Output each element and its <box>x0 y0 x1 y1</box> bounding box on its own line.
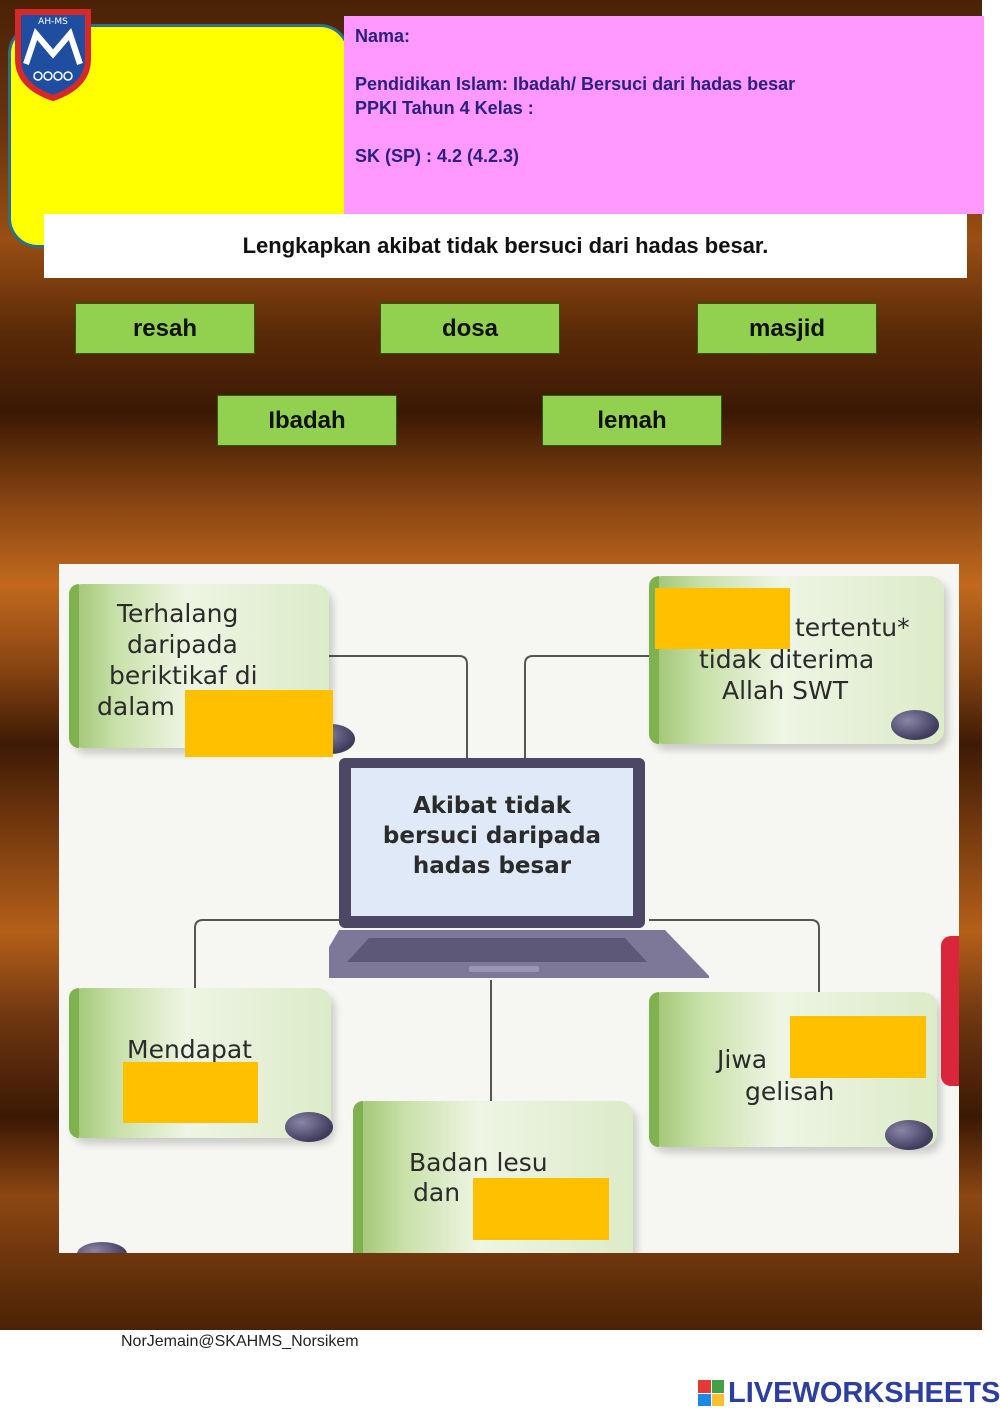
laptop-title-line: Akibat tidak <box>413 793 572 819</box>
card-line: dan <box>413 1178 461 1207</box>
blank-ibadah[interactable] <box>655 588 790 649</box>
side-tab <box>941 936 959 1086</box>
mouse-icon <box>77 1242 127 1253</box>
connector-lines <box>194 655 820 1104</box>
laptop-title-line: hadas besar <box>413 853 572 879</box>
subject-line: Pendidikan Islam: Ibadah/ Bersuci dari h… <box>355 74 796 94</box>
instruction-text: Lengkapkan akibat tidak bersuci dari had… <box>44 214 967 278</box>
card-line: Allah SWT <box>722 676 848 705</box>
card-line: Mendapat <box>127 1035 252 1064</box>
card-line: Jiwa <box>717 1045 768 1074</box>
author-credit: NorJemain@SKAHMS_Norsikem <box>121 1333 359 1350</box>
class-line: PPKI Tahun 4 Kelas : <box>355 98 534 118</box>
blank-lemah[interactable] <box>473 1178 609 1240</box>
header-info: Nama: Pendidikan Islam: Ibadah/ Bersuci … <box>344 16 984 214</box>
word-chip-lemah[interactable]: lemah <box>542 395 722 446</box>
logo-text: AH-MS <box>38 17 68 27</box>
word-chip-dosa[interactable]: dosa <box>380 303 560 354</box>
laptop-icon: Akibat tidak bersuci daripada hadas besa… <box>329 758 709 978</box>
word-chip-masjid[interactable]: masjid <box>697 303 877 354</box>
card-line: beriktikaf di <box>109 661 258 690</box>
card-line: gelisah <box>745 1077 835 1106</box>
mouse-icon <box>891 710 939 740</box>
blank-dosa[interactable] <box>123 1062 258 1123</box>
card-line: tidak diterima <box>699 645 875 674</box>
card-line: daripada <box>127 630 238 659</box>
mouse-icon <box>885 1120 933 1150</box>
mouse-icon <box>285 1112 333 1142</box>
school-logo: AH-MS <box>15 9 91 102</box>
blank-masjid[interactable] <box>185 690 333 757</box>
word-chip-ibadah[interactable]: Ibadah <box>217 395 397 446</box>
card-line: tertentu* <box>795 613 910 642</box>
name-label: Nama: <box>355 26 411 46</box>
laptop-title-line: bersuci daripada <box>383 823 601 849</box>
liveworksheets-icon <box>698 1380 724 1406</box>
blank-resah[interactable] <box>790 1016 926 1078</box>
brand-text: LIVEWORKSHEETS <box>728 1376 1000 1409</box>
liveworksheets-logo[interactable]: LIVEWORKSHEETS <box>698 1376 1000 1410</box>
concept-diagram: Terhalang daripada beriktikaf di dalam t… <box>59 564 959 1253</box>
card-line: dalam <box>97 692 175 721</box>
standard-line: SK (SP) : 4.2 (4.2.3) <box>355 146 520 166</box>
card-line: Badan lesu <box>409 1148 548 1177</box>
card-line: Terhalang <box>117 599 239 628</box>
word-chip-resah[interactable]: resah <box>75 303 255 354</box>
